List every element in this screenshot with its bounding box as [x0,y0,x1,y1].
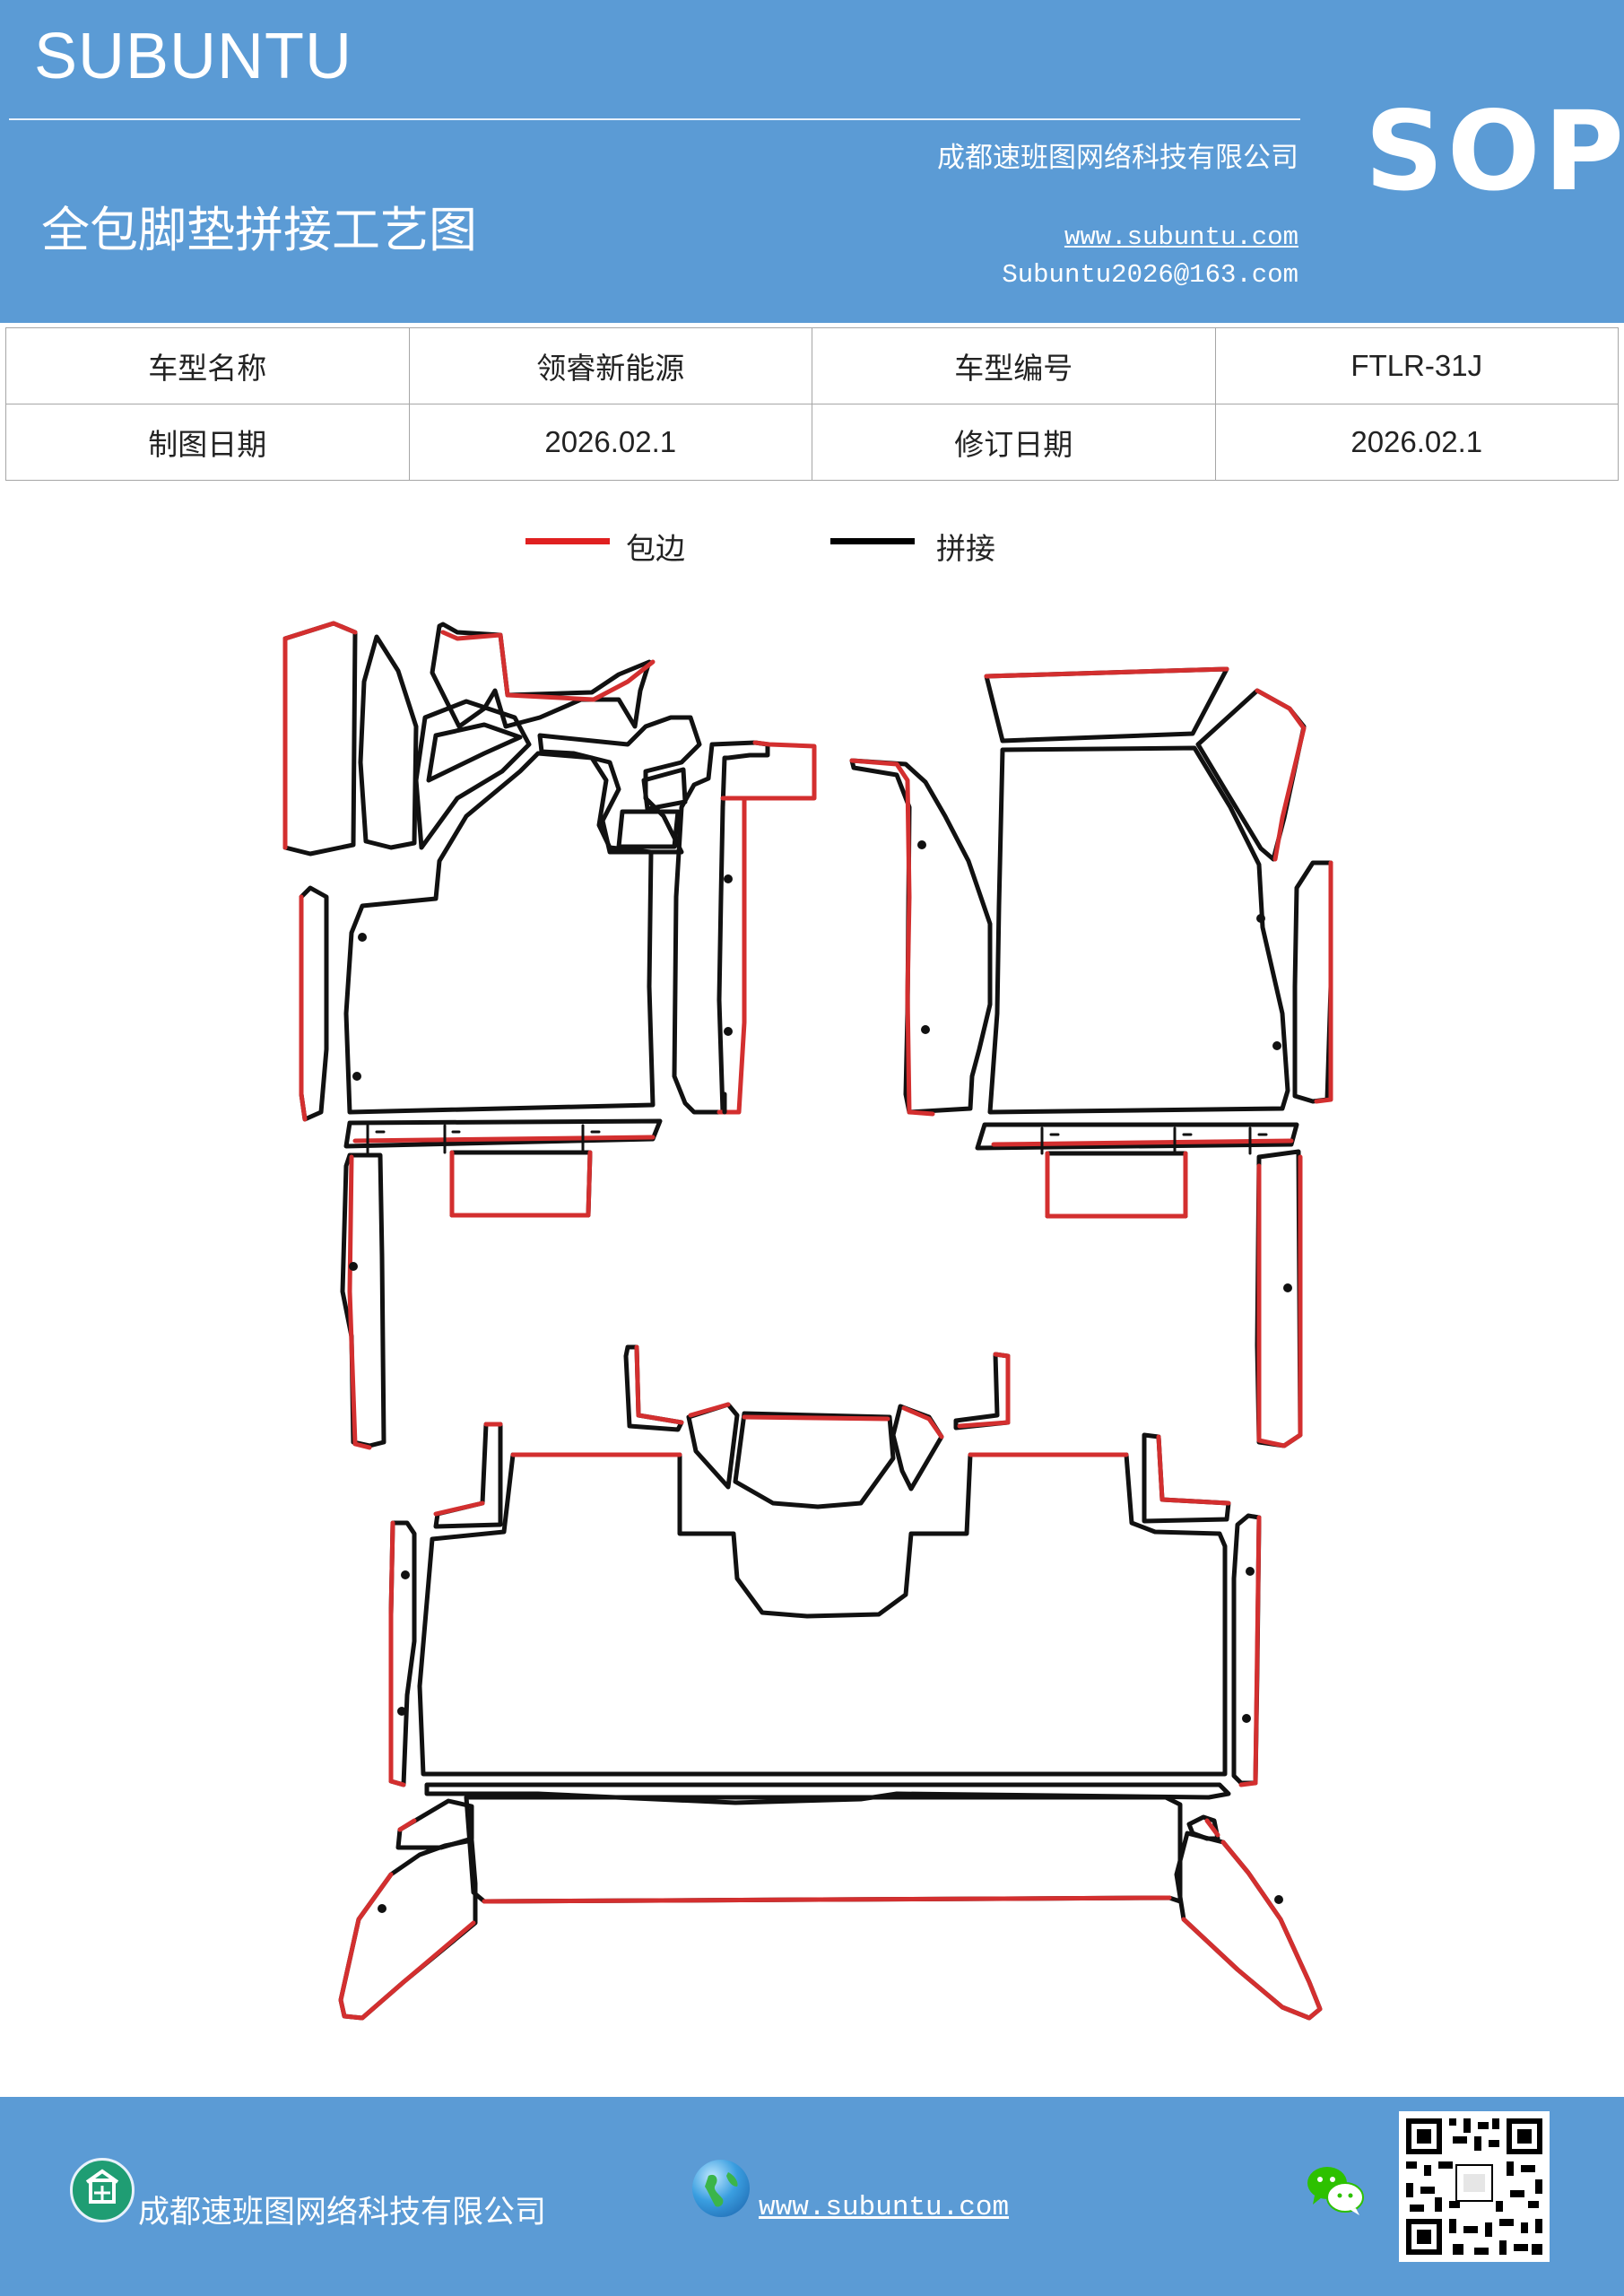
wechat-icon[interactable] [1306,2163,1365,2217]
model-name-label: 车型名称 [5,327,410,404]
sop-badge: SOP [1365,88,1624,215]
model-code-value: FTLR-31J [1214,327,1619,404]
model-name-value: 领睿新能源 [408,327,812,404]
revision-date-label: 修订日期 [812,404,1216,481]
company-icon [70,2158,135,2222]
header-banner: SUBUNTU 全包脚垫拼接工艺图 成都速班图网络科技有限公司 www.subu… [0,0,1624,323]
legend-seam-swatch [830,538,915,544]
front-right-mat [849,666,1333,1448]
company-name: 成都速班图网络科技有限公司 [937,142,1298,174]
front-left-mat [282,621,817,1450]
document-title: 全包脚垫拼接工艺图 [41,202,477,258]
model-code-label: 车型编号 [812,327,1216,404]
legend-seam-label: 拼接 [936,531,995,566]
table-row: 制图日期 2026.02.1 修订日期 2026.02.1 [5,404,1619,481]
table-row: 车型名称 领睿新能源 车型编号 FTLR-31J [5,327,1619,404]
vehicle-info-table: 车型名称 领睿新能源 车型编号 FTLR-31J 制图日期 2026.02.1 … [5,327,1619,481]
brand-name: SUBUNTU [34,21,353,92]
revision-date-value: 2026.02.1 [1214,404,1619,481]
footer-company-name: 成都速班图网络科技有限公司 [138,2195,547,2231]
header-divider [9,118,1300,120]
floor-mat-diagram [282,621,1333,2021]
rear-mat [338,1344,1323,2021]
website-link[interactable]: www.subuntu.com [1064,222,1298,252]
qr-code[interactable] [1399,2111,1550,2262]
legend-edge-label: 包边 [626,531,685,566]
draw-date-value: 2026.02.1 [408,404,812,481]
footer-website-link[interactable]: www.subuntu.com [759,2192,1010,2223]
draw-date-label: 制图日期 [5,404,410,481]
legend-edge-swatch [525,538,610,544]
email-address[interactable]: Subuntu2026@163.com [1002,260,1298,290]
globe-icon [692,2160,750,2217]
